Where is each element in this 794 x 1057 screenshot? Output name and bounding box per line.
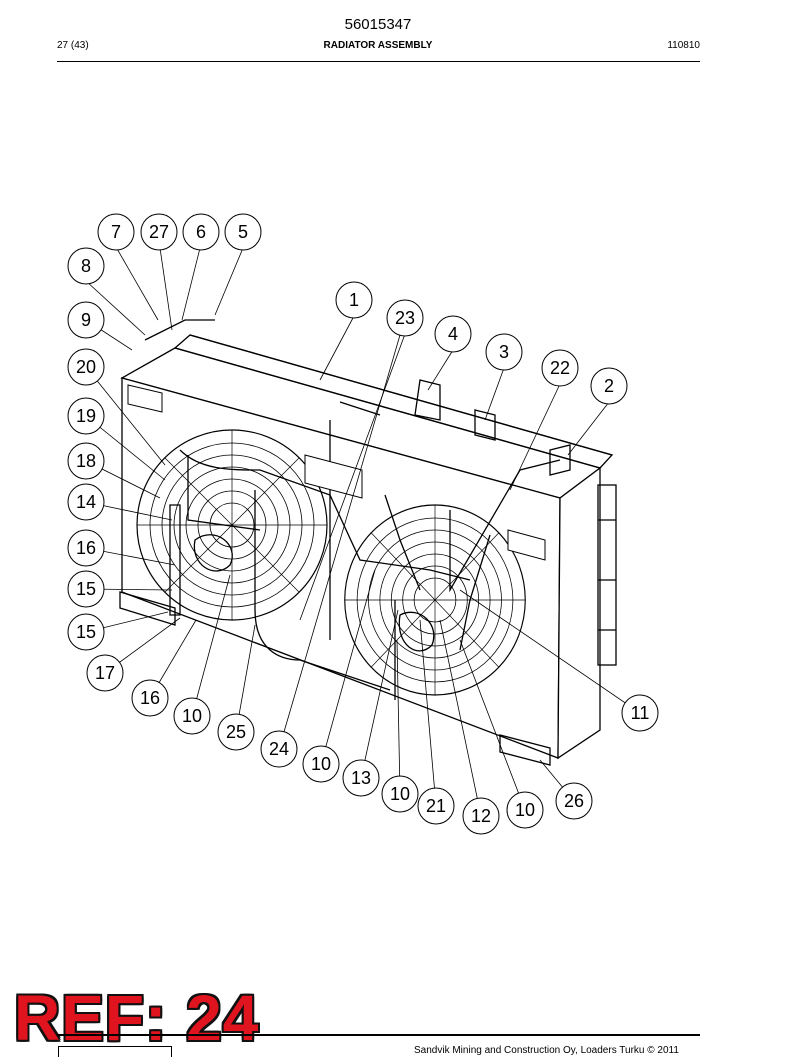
radiator-body [120, 334, 617, 760]
warning-labels [127, 384, 546, 561]
svg-text:10: 10 [182, 706, 202, 726]
callout: 1 [335, 281, 373, 319]
callout: 18 [67, 442, 105, 480]
callout: 27 [140, 213, 178, 251]
footer-rule [57, 1034, 700, 1036]
callout-bubbles: 7 27 6 5 8 1 9 23 4 3 20 22 2 19 18 14 1… [67, 213, 659, 835]
svg-text:18: 18 [76, 451, 96, 471]
reference-stamp: REF: 24 [14, 982, 260, 1054]
svg-text:17: 17 [95, 663, 115, 683]
svg-text:3: 3 [499, 342, 509, 362]
footer-copyright: Sandvik Mining and Construction Oy, Load… [414, 1045, 679, 1056]
svg-text:10: 10 [390, 784, 410, 804]
svg-text:8: 8 [81, 256, 91, 276]
svg-text:25: 25 [226, 722, 246, 742]
callout: 8 [67, 247, 105, 285]
document-number: 56015347 [344, 16, 412, 33]
callout: 23 [386, 299, 424, 337]
callout: 7 [97, 213, 135, 251]
fan-left [136, 429, 328, 621]
svg-text:22: 22 [550, 358, 570, 378]
svg-text:21: 21 [426, 796, 446, 816]
svg-text:13: 13 [351, 768, 371, 788]
callout: 19 [67, 397, 105, 435]
callout: 10 [506, 791, 544, 829]
callout: 14 [67, 483, 105, 521]
svg-text:14: 14 [76, 492, 96, 512]
callout: 10 [302, 745, 340, 783]
fan-right [344, 504, 526, 696]
callout: 11 [621, 694, 659, 732]
svg-text:10: 10 [515, 800, 535, 820]
svg-text:5: 5 [238, 222, 248, 242]
svg-text:1: 1 [349, 290, 359, 310]
company-logo [58, 1046, 172, 1057]
callout: 16 [67, 529, 105, 567]
callout: 21 [417, 787, 455, 825]
callout: 2 [590, 367, 628, 405]
svg-text:23: 23 [395, 308, 415, 328]
callout: 20 [67, 348, 105, 386]
header-rule [57, 61, 700, 62]
svg-text:9: 9 [81, 310, 91, 330]
svg-text:16: 16 [76, 538, 96, 558]
callout: 10 [381, 775, 419, 813]
callout: 6 [182, 213, 220, 251]
svg-text:24: 24 [269, 739, 289, 759]
svg-text:15: 15 [76, 622, 96, 642]
page-title: RADIATOR ASSEMBLY [323, 40, 433, 51]
svg-text:27: 27 [149, 222, 169, 242]
svg-text:10: 10 [311, 754, 331, 774]
svg-text:20: 20 [76, 357, 96, 377]
callout: 17 [86, 654, 124, 692]
callout: 9 [67, 301, 105, 339]
callout: 5 [224, 213, 262, 251]
svg-text:19: 19 [76, 406, 96, 426]
svg-text:2: 2 [604, 376, 614, 396]
callout: 13 [342, 759, 380, 797]
callout: 3 [485, 333, 523, 371]
callout: 12 [462, 797, 500, 835]
callout: 24 [260, 730, 298, 768]
callout: 26 [555, 782, 593, 820]
svg-text:6: 6 [196, 222, 206, 242]
callout: 10 [173, 697, 211, 735]
page-number: 27 (43) [57, 40, 89, 51]
svg-text:12: 12 [471, 806, 491, 826]
hoses-and-fittings [119, 319, 571, 766]
callout: 22 [541, 349, 579, 387]
callout: 4 [434, 315, 472, 353]
svg-text:11: 11 [631, 703, 650, 723]
svg-text:15: 15 [76, 579, 96, 599]
svg-text:26: 26 [564, 791, 584, 811]
callout: 15 [67, 613, 105, 651]
svg-text:4: 4 [448, 324, 458, 344]
date-code: 110810 [667, 40, 700, 51]
callout: 15 [67, 570, 105, 608]
callout: 16 [131, 679, 169, 717]
callout: 25 [217, 713, 255, 751]
svg-text:7: 7 [111, 222, 121, 242]
svg-text:16: 16 [140, 688, 160, 708]
